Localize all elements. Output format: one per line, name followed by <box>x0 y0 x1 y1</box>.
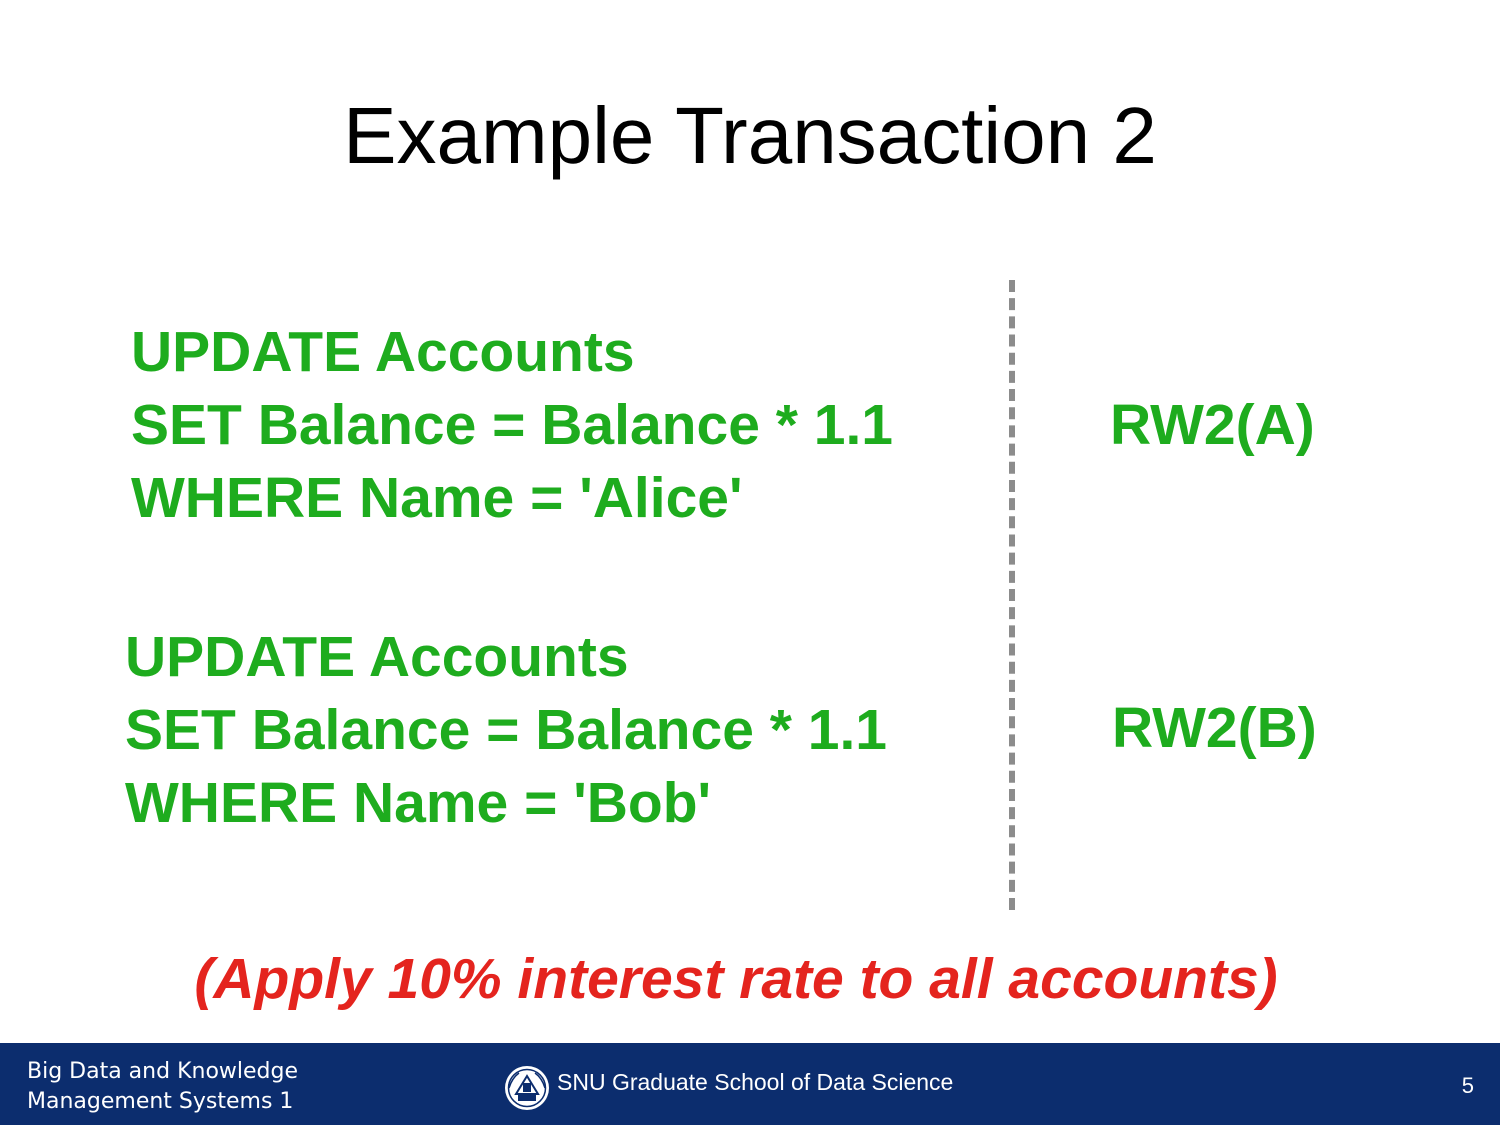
sql-line-where: WHERE Name = 'Alice' <box>131 466 743 530</box>
dashed-divider <box>1009 280 1015 910</box>
sql-line-where: WHERE Name = 'Bob' <box>125 771 712 835</box>
course-name: Big Data and Knowledge Management System… <box>27 1057 298 1117</box>
sql-line-set: SET Balance = Balance * 1.1 <box>125 698 887 762</box>
operation-label-a: RW2(A) <box>1110 393 1315 457</box>
slide-footer: Big Data and Knowledge Management System… <box>0 1043 1500 1125</box>
sql-statement-bob: UPDATE Accounts SET Balance = Balance * … <box>125 621 887 840</box>
sql-statement-alice: UPDATE Accounts SET Balance = Balance * … <box>131 316 893 535</box>
school-name: SNU Graduate School of Data Science <box>557 1069 954 1095</box>
operation-label-b: RW2(B) <box>1112 696 1317 760</box>
course-name-line1: Big Data and Knowledge <box>27 1059 299 1084</box>
snu-emblem-icon <box>505 1066 549 1110</box>
sql-line-update: UPDATE Accounts <box>131 320 635 384</box>
interest-note: (Apply 10% interest rate to all accounts… <box>194 947 1278 1011</box>
course-name-line2: Management Systems 1 <box>27 1089 294 1114</box>
school-branding: SNU Graduate School of Data Science <box>503 1063 953 1113</box>
slide-title: Example Transaction 2 <box>343 91 1157 180</box>
page-number: 5 <box>1461 1073 1474 1098</box>
sql-line-set: SET Balance = Balance * 1.1 <box>131 393 893 457</box>
sql-line-update: UPDATE Accounts <box>125 625 629 689</box>
